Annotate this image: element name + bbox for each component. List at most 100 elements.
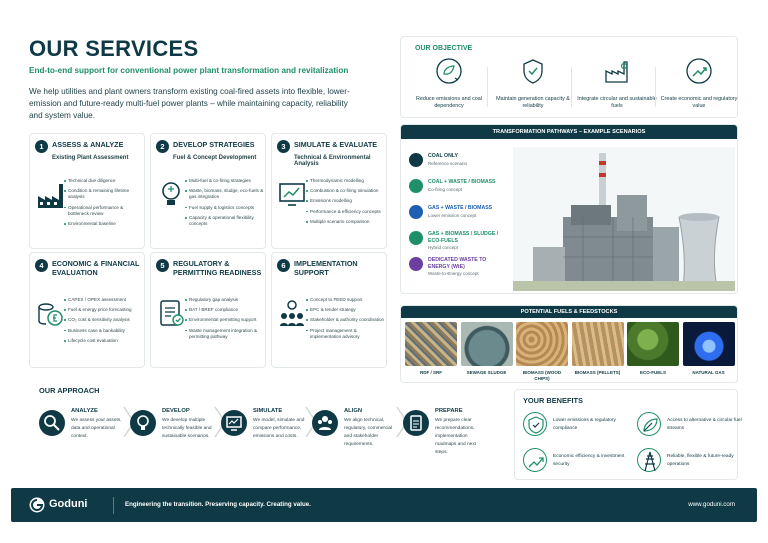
- divider: [571, 67, 572, 107]
- service-subtitle: Fuel & Concept Development: [173, 155, 257, 161]
- objective-panel: OUR OBJECTIVE Reduce emissions and coal …: [400, 36, 738, 118]
- service-number: 1: [35, 140, 48, 153]
- power-plant-illustration: [513, 147, 735, 291]
- pathway-desc: Reference scenario: [428, 160, 468, 166]
- team-gear-icon: [280, 300, 304, 326]
- service-item: Waste, biomass, sludge, eco-fuels & gas …: [185, 188, 265, 200]
- fuel-image: [405, 322, 457, 366]
- service-item: Condition & remaining lifetime analysis: [64, 188, 144, 200]
- fuel-label: ECO-FUELS: [639, 370, 666, 375]
- service-item: Technical due diligence: [64, 178, 144, 184]
- approach-step-text: We align technical, regulatory, commerci…: [344, 418, 393, 447]
- benefits-panel: YOUR BENEFITS Lower emissions & regulato…: [514, 389, 742, 480]
- service-item: Waste management integration & permittin…: [185, 328, 265, 340]
- approach-step-text: We prepare clear recommendations, implem…: [435, 418, 477, 455]
- pathway-icon: [409, 153, 423, 167]
- service-title: IMPLEMENTATION SUPPORT: [294, 259, 358, 277]
- service-subtitle: Technical & Environmental Analysis: [294, 155, 371, 167]
- brand-logo-icon: [29, 497, 45, 513]
- factory-icon: [38, 184, 63, 208]
- service-item: Regulatory gap analysis: [185, 297, 265, 303]
- objective-text: Create economic and regulatory value: [660, 96, 738, 109]
- service-item: Operational performance & bottleneck rev…: [64, 205, 144, 217]
- service-icon-wrap: [278, 299, 306, 329]
- objective-text: Maintain generation capacity & reliabili…: [496, 96, 570, 109]
- service-title: ECONOMIC & FINANCIAL EVALUATION: [52, 259, 140, 277]
- service-item: Stakeholder & authority coordination: [306, 317, 386, 323]
- benefit-icon: [523, 448, 547, 472]
- fuel-image: [682, 322, 735, 366]
- service-item: Multi-fuel & co-firing strategies: [185, 178, 265, 184]
- lightbulb-icon: [162, 182, 180, 205]
- service-title: REGULATORY & PERMITTING READINESS: [173, 259, 262, 277]
- pathway-icon: [409, 179, 423, 193]
- service-icon-wrap: [157, 299, 185, 329]
- fuel-label: BIOMASS (WOOD CHIPS): [522, 370, 562, 381]
- shield-leaf-icon: [528, 416, 544, 434]
- service-item: Concept to FEED support: [306, 297, 386, 303]
- objective-text: Integrate circular and sustainable fuels: [577, 96, 657, 109]
- growth-icon: [528, 457, 544, 468]
- benefit-item: Lower emissions & regulatory compliance: [523, 412, 627, 440]
- growth-icon: [686, 58, 712, 84]
- pathways-header: TRANSFORMATION PATHWAYS – EXAMPLE SCENAR…: [401, 125, 737, 139]
- fuels-header: POTENTIAL FUELS & FEEDSTOCKS: [401, 306, 737, 318]
- service-icon-wrap: [36, 180, 64, 210]
- pathway-name: GAS + WASTE / BIOMASS: [428, 205, 493, 211]
- lightbulb-icon: [137, 415, 149, 430]
- service-item: Multiple scenario comparison: [306, 219, 386, 225]
- pathway-name: DEDICATED WASTE TO ENERGY (WtE): [428, 257, 487, 270]
- service-card: 6 IMPLEMENTATION SUPPORT Concept to FEED s…: [271, 252, 387, 368]
- fuel-image: [460, 322, 513, 366]
- objective-item: Maintain generation capacity & reliabili…: [491, 57, 575, 110]
- service-number: 6: [277, 259, 290, 272]
- service-number: 2: [156, 140, 169, 153]
- objective-item: Reduce emissions and coal dependency: [407, 57, 491, 110]
- service-item: Environmental baseline: [64, 221, 144, 227]
- service-item: Combustion & co-firing simulation: [306, 188, 386, 194]
- checklist-icon: [160, 300, 184, 326]
- service-item: CAPEX / OPEX assessment: [64, 297, 144, 303]
- service-item: CO₂ cost & sensitivity analysis: [64, 317, 144, 323]
- service-item: Thermodynamic modelling: [306, 178, 386, 184]
- service-item: Capacity & operational flexibility conce…: [185, 215, 265, 227]
- shield-check-icon: [523, 59, 543, 84]
- clipboard-icon: [410, 415, 422, 431]
- brand-name: Goduni: [49, 498, 88, 510]
- fuel-label: NATURAL GAS: [692, 370, 725, 375]
- approach-step-title: ANALYZE: [71, 408, 98, 414]
- fuel-image: [516, 322, 568, 366]
- chart-monitor-icon: [279, 183, 305, 206]
- fuel-label: RDF / SRF: [420, 370, 442, 375]
- benefit-item: Economic efficiency & investment securit…: [523, 448, 627, 476]
- pathway-icon: [409, 257, 423, 271]
- benefit-text: Access to alternative & circular fuel st…: [667, 418, 742, 431]
- benefit-icon: [637, 448, 661, 472]
- approach-step-icon: [130, 410, 156, 436]
- fuel-label: BIOMASS (PELLETS): [574, 370, 621, 375]
- footer-url[interactable]: www.goduni.com: [688, 501, 735, 508]
- objective-item: Create economic and regulatory value: [657, 57, 741, 110]
- service-title: ASSESS & ANALYZE: [52, 140, 124, 149]
- service-icon-wrap: [157, 180, 185, 210]
- factory-icon: [605, 61, 628, 83]
- approach-step-icon: [221, 410, 247, 436]
- service-item: Emissions modelling: [306, 198, 386, 204]
- service-item: Business case & bankability: [64, 328, 144, 334]
- footer: Goduni Engineering the transition. Prese…: [11, 488, 757, 522]
- co2-reduce-icon: [436, 58, 462, 84]
- service-title: DEVELOP STRATEGIES: [173, 140, 255, 149]
- benefit-icon: [637, 412, 661, 436]
